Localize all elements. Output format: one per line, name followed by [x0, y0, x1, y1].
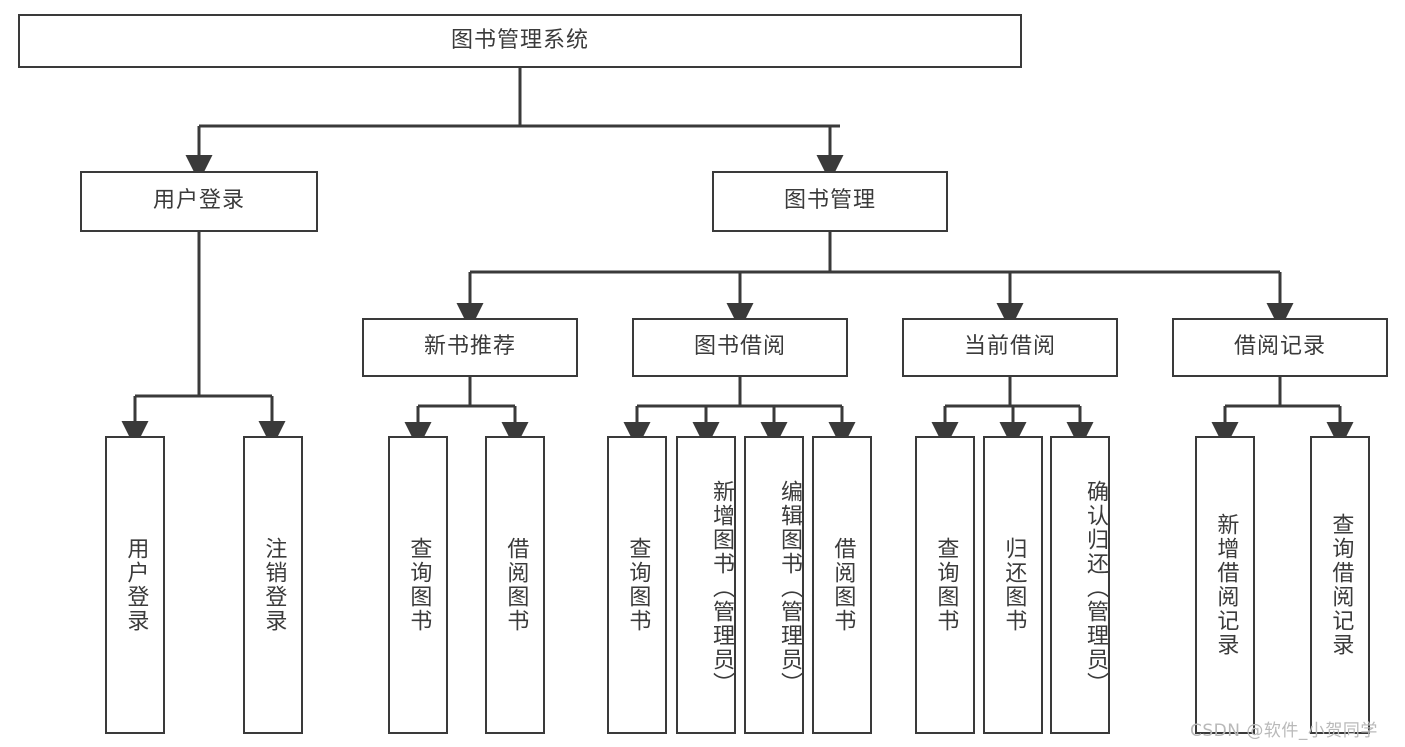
- node-label: 新增图书（管理员）: [709, 480, 734, 696]
- node-label: 查询图书: [406, 537, 432, 633]
- node-label: 用户登录: [123, 537, 149, 633]
- leaf-current-query-book[interactable]: 查询图书: [915, 436, 975, 734]
- leaf-borrow-add-book[interactable]: 新增图书（管理员）: [676, 436, 736, 734]
- node-label: 用户登录: [152, 188, 245, 214]
- node-label: 编辑图书（管理员）: [777, 480, 802, 696]
- leaf-record-add[interactable]: 新增借阅记录: [1195, 436, 1255, 734]
- node-label: 图书管理系统: [450, 27, 589, 53]
- leaf-current-confirm-return[interactable]: 确认归还（管理员）: [1050, 436, 1110, 734]
- node-label: 图书借阅: [693, 334, 786, 360]
- node-new-book-recommend[interactable]: 新书推荐: [362, 318, 578, 377]
- node-label: 查询图书: [625, 537, 651, 633]
- node-root-system[interactable]: 图书管理系统: [18, 14, 1022, 68]
- leaf-user-login-logout[interactable]: 注销登录: [243, 436, 303, 734]
- node-label: 借阅图书: [503, 537, 529, 633]
- node-current-borrow[interactable]: 当前借阅: [902, 318, 1118, 377]
- leaf-new-book-borrow[interactable]: 借阅图书: [485, 436, 545, 734]
- node-book-management[interactable]: 图书管理: [712, 171, 948, 232]
- csdn-watermark: CSDN @软件_小贺同学: [1190, 721, 1378, 741]
- node-label: 新书推荐: [423, 334, 516, 360]
- node-borrow-record[interactable]: 借阅记录: [1172, 318, 1388, 377]
- leaf-borrow-edit-book[interactable]: 编辑图书（管理员）: [744, 436, 804, 734]
- node-label: 注销登录: [261, 537, 287, 633]
- node-user-login[interactable]: 用户登录: [80, 171, 318, 232]
- node-book-borrow[interactable]: 图书借阅: [632, 318, 848, 377]
- node-label: 当前借阅: [963, 334, 1056, 360]
- node-label: 查询借阅记录: [1328, 513, 1354, 657]
- node-label: 借阅图书: [830, 537, 856, 633]
- leaf-user-login-login[interactable]: 用户登录: [105, 436, 165, 734]
- node-label: 确认归还（管理员）: [1083, 480, 1108, 696]
- leaf-current-return-book[interactable]: 归还图书: [983, 436, 1043, 734]
- node-label: 归还图书: [1001, 537, 1027, 633]
- leaf-borrow-borrow-book[interactable]: 借阅图书: [812, 436, 872, 734]
- node-label: 新增借阅记录: [1213, 513, 1239, 657]
- node-label: 查询图书: [933, 537, 959, 633]
- leaf-borrow-query-book[interactable]: 查询图书: [607, 436, 667, 734]
- node-label: 借阅记录: [1233, 334, 1326, 360]
- leaf-record-query[interactable]: 查询借阅记录: [1310, 436, 1370, 734]
- node-label: 图书管理: [783, 188, 876, 214]
- leaf-new-book-query[interactable]: 查询图书: [388, 436, 448, 734]
